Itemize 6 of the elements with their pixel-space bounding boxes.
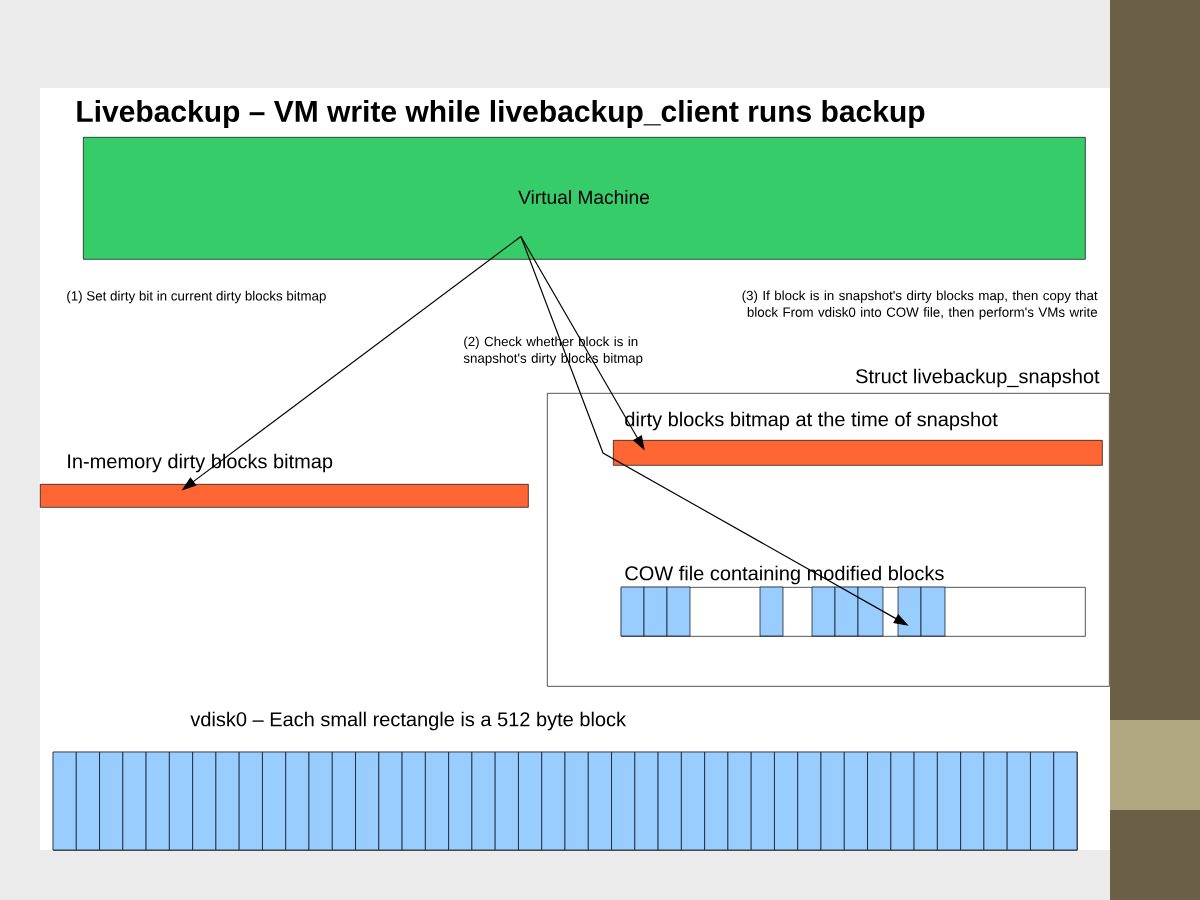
- step-note: (3) If block is in snapshot's dirty blocks map, then copy that block From vdisk0 into COW file, then perform's VMs write: [742, 290, 1098, 320]
- machine-box: Virtual Machine: [83, 137, 1086, 260]
- step-note: (1) Set dirty bit in current dirty blocks bitmap: [67, 290, 326, 304]
- heading: Struct livebackup_snapshot: [856, 368, 1100, 388]
- slide-title: Livebackup – VM write while livebackup_client runs backup: [77, 100, 925, 128]
- heading: vdisk0 – Each small rectangle is a 512 byte block: [190, 711, 627, 731]
